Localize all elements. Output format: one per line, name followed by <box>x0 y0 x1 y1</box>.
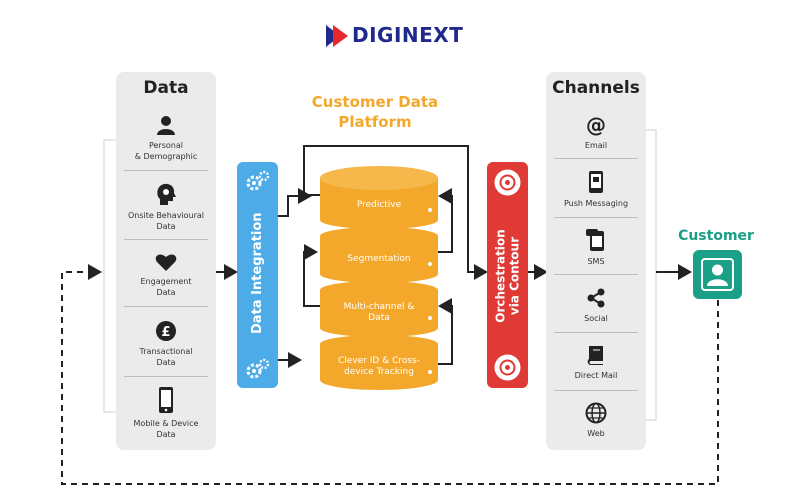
data-source-behavioural: Onsite Behavioural Data <box>116 182 216 232</box>
share-icon <box>587 288 605 308</box>
channel-label: SMS <box>587 257 605 266</box>
orchestration-label: Orchestration via Contour <box>494 214 522 339</box>
svg-text:£: £ <box>161 325 170 340</box>
channel-label: Social <box>584 314 608 323</box>
orchestration-label-line: Orchestration <box>493 229 508 323</box>
target-icon <box>494 169 521 196</box>
divider <box>554 158 638 159</box>
data-integration-bar: Data Integration <box>237 162 278 388</box>
divider <box>124 306 208 307</box>
data-source-label: Data <box>156 358 176 367</box>
cdp-layer-segmentation: Segmentation <box>330 254 428 265</box>
channel-sms: SMS <box>546 228 646 267</box>
orchestration-bar: Orchestration via Contour <box>487 162 528 388</box>
channel-push: Push Messaging <box>546 170 646 209</box>
channel-label: Direct Mail <box>574 371 618 380</box>
data-source-label: Mobile & Device <box>133 419 199 428</box>
data-source-label: & Demographic <box>134 152 198 161</box>
heart-icon <box>155 254 177 271</box>
channel-label: Email <box>584 141 608 150</box>
data-source-label: Onsite Behavioural <box>127 211 205 220</box>
gears-icon <box>246 358 270 379</box>
cdp-database-stack <box>320 166 438 390</box>
data-source-engagement: Engagement Data <box>116 252 216 298</box>
divider <box>554 274 638 275</box>
brand-name: DIGINEXT <box>352 23 464 47</box>
head-gear-icon <box>157 183 176 205</box>
cdp-layer-predictive: Predictive <box>330 200 428 211</box>
cdp-layer-label: Predictive <box>356 200 402 210</box>
channels-panel: Channels @ Email Push Messaging SMS <box>546 72 646 450</box>
data-source-label: Personal <box>148 141 183 150</box>
data-integration-label: Data Integration <box>250 212 265 334</box>
person-icon <box>157 116 175 135</box>
globe-icon <box>585 402 607 424</box>
divider <box>124 170 208 171</box>
cdp-title: Customer Data Platform <box>300 92 450 132</box>
divider <box>124 239 208 240</box>
channel-social: Social <box>546 287 646 324</box>
data-source-transactional: £ Transactional Data <box>116 320 216 368</box>
data-source-label: Transactional <box>139 347 193 356</box>
channel-web: Web <box>546 402 646 439</box>
data-source-personal: Personal & Demographic <box>116 114 216 162</box>
divider <box>554 217 638 218</box>
sms-icon <box>586 229 604 251</box>
orchestration-label-line: via Contour <box>507 236 522 316</box>
divider <box>554 390 638 391</box>
channel-label: Push Messaging <box>563 199 629 208</box>
gears-icon <box>246 170 270 191</box>
channel-direct-mail: Direct Mail <box>546 344 646 381</box>
target-icon <box>494 354 521 381</box>
cdp-layer-label: device Tracking <box>344 367 414 377</box>
cdp-title-line: Platform <box>338 113 412 131</box>
cdp-layer-label: Data <box>368 313 390 323</box>
customer-label: Customer <box>678 228 754 244</box>
channel-email: @ Email <box>546 113 646 151</box>
brand-logo-icon <box>326 25 348 47</box>
divider <box>554 332 638 333</box>
phone-icon <box>159 387 173 413</box>
pound-icon: £ <box>156 321 176 341</box>
svg-text:@: @ <box>586 114 606 136</box>
data-source-mobile: Mobile & Device Data <box>116 386 216 440</box>
mobile-push-icon <box>589 171 603 193</box>
cdp-layer-label: Segmentation <box>347 254 411 264</box>
channel-label: Web <box>587 429 605 438</box>
data-panel-title: Data <box>143 78 189 98</box>
data-source-label: Data <box>156 222 176 231</box>
data-source-label: Data <box>156 430 176 439</box>
feedback-loop-arrow <box>61 264 719 485</box>
customer-box <box>693 250 742 299</box>
cdp-layer-clever-id: Clever ID & Cross- device Tracking <box>330 356 428 378</box>
cdp-layer-label: Multi-channel & <box>343 302 415 312</box>
book-icon <box>587 346 603 365</box>
data-source-label: Data <box>156 288 176 297</box>
cdp-title-line: Customer Data <box>311 93 439 111</box>
channels-panel-title: Channels <box>552 78 640 98</box>
divider <box>124 376 208 377</box>
cdp-layer-label: Clever ID & Cross- <box>338 356 420 366</box>
user-icon <box>701 258 734 291</box>
cdp-layer-multichannel: Multi-channel & Data <box>330 302 428 324</box>
at-icon: @ <box>586 113 606 137</box>
data-source-label: Engagement <box>140 277 192 286</box>
data-panel: Data Personal & Demographic Onsite Behav… <box>116 72 216 450</box>
